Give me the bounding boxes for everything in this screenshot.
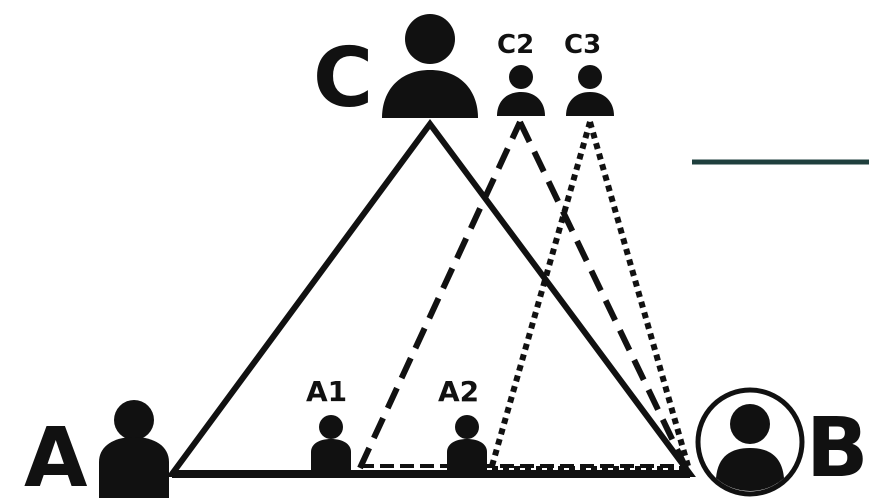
person-icon-a1 <box>311 415 351 470</box>
person-icon-a2 <box>447 415 487 470</box>
solid-triangle <box>166 118 696 477</box>
label-c: C <box>313 31 373 126</box>
person-icon-c3 <box>566 65 614 116</box>
person-icon-c <box>382 14 478 118</box>
label-a1: A1 <box>306 375 347 408</box>
label-c3: C3 <box>564 30 601 60</box>
label-a: A <box>24 411 88 501</box>
dashed-edge-a1-c2 <box>357 120 523 470</box>
label-c2: C2 <box>497 30 534 60</box>
person-circle-icon-b <box>695 387 805 497</box>
label-a2: A2 <box>438 375 479 408</box>
person-icon-a <box>99 400 169 498</box>
dotted-edge-c3-b <box>587 121 691 467</box>
person-icon-c2 <box>497 65 545 116</box>
label-b: B <box>806 401 869 496</box>
dashed-edge-c2-b <box>517 120 689 470</box>
dotted-edge-a2-c3 <box>489 121 593 467</box>
